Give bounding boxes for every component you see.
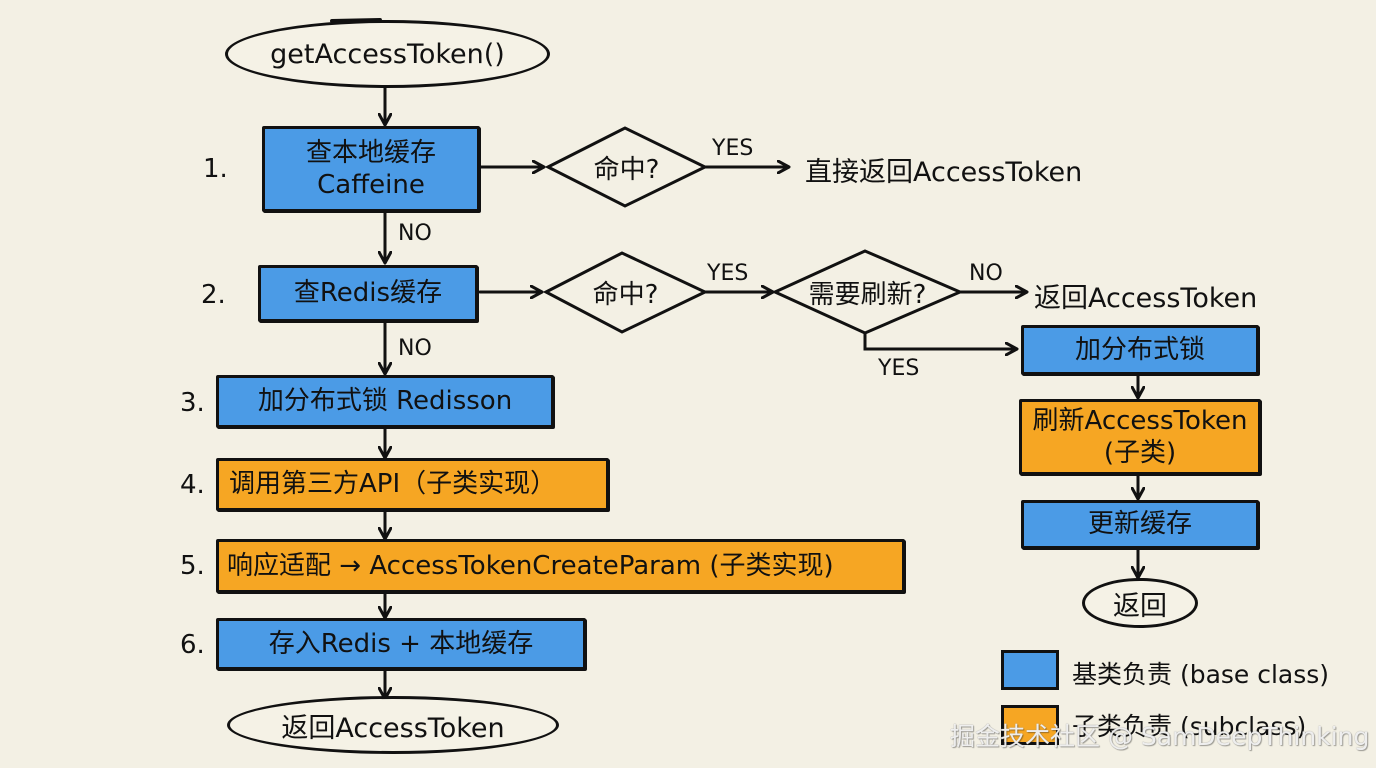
edge-label-no-3: NO xyxy=(969,261,1003,286)
step-3-distributed-lock: 加分布式锁 Redisson xyxy=(216,375,554,428)
step-2-redis-cache: 查Redis缓存 xyxy=(258,265,478,322)
decision-refresh-label: 需要刷新? xyxy=(775,251,960,333)
step-1-local-cache: 查本地缓存 Caffeine xyxy=(262,126,480,212)
step-6-label: 存入Redis + 本地缓存 xyxy=(268,628,534,659)
decision-hit1-text: 命中? xyxy=(593,154,660,185)
step-number-3: 3. xyxy=(180,388,205,418)
legend-swatch-base xyxy=(1001,650,1059,690)
output-return-token: 返回AccessToken xyxy=(1034,283,1258,314)
refresh-token-line2: (子类) xyxy=(1103,438,1177,468)
step-number-2: 2. xyxy=(201,280,226,310)
step-number-5: 5. xyxy=(180,551,205,581)
refresh-lock-label: 加分布式锁 xyxy=(1074,334,1205,365)
decision-hit1-diamond xyxy=(544,126,709,208)
refresh-branch-return-terminal: 返回 xyxy=(1082,578,1198,628)
step-6-store-cache: 存入Redis + 本地缓存 xyxy=(216,618,586,670)
refresh-token-line1: 刷新AccessToken xyxy=(1032,405,1248,436)
refresh-branch-refresh-token: 刷新AccessToken (子类) xyxy=(1019,399,1261,475)
arrow-refresh-yes xyxy=(863,331,1016,349)
legend-label-sub: 子类负责 (subclass) xyxy=(1072,712,1307,741)
legend-swatch-sub xyxy=(1001,705,1059,745)
step-5-label: 响应适配 → AccessTokenCreateParam (子类实现) xyxy=(227,550,834,581)
decision-hit2-label: 命中? xyxy=(546,253,705,332)
start-terminal: getAccessToken() xyxy=(225,20,550,88)
decision-hit1-label: 命中? xyxy=(548,128,705,206)
step-4-label: 调用第三方API（子类实现） xyxy=(229,469,557,500)
step-5-response-adapter: 响应适配 → AccessTokenCreateParam (子类实现) xyxy=(216,539,905,593)
edge-label-yes-2: YES xyxy=(707,261,749,286)
step-4-call-third-party-api: 调用第三方API（子类实现） xyxy=(216,458,609,511)
edge-label-yes-1: YES xyxy=(712,136,754,161)
refresh-branch-lock: 加分布式锁 xyxy=(1021,325,1259,375)
step-2-label: 查Redis缓存 xyxy=(293,278,443,309)
watermark: 掘金技术社区 @ SamDeepThinking xyxy=(950,722,1370,751)
step-3-label: 加分布式锁 Redisson xyxy=(257,386,513,417)
edge-label-no-2: NO xyxy=(398,336,432,361)
update-cache-label: 更新缓存 xyxy=(1087,509,1192,540)
edge-label-no-1: NO xyxy=(398,221,432,246)
step-1-line2: Caffeine xyxy=(317,170,425,200)
decision-hit2-text: 命中? xyxy=(592,280,659,310)
step-number-1: 1. xyxy=(203,154,228,184)
output-direct-return: 直接返回AccessToken xyxy=(805,157,1083,188)
end-terminal: 返回AccessToken xyxy=(227,696,559,754)
step-1-line1: 查本地缓存 xyxy=(305,137,436,168)
refresh-return-label: 返回 xyxy=(1113,590,1167,622)
refresh-branch-update-cache: 更新缓存 xyxy=(1021,500,1259,549)
end-label: 返回AccessToken xyxy=(281,712,505,744)
edge-label-yes-3: YES xyxy=(878,356,920,381)
start-label: getAccessToken() xyxy=(270,38,505,70)
step-number-6: 6. xyxy=(180,630,205,660)
decision-refresh-text: 需要刷新? xyxy=(808,279,927,310)
step-number-4: 4. xyxy=(180,470,205,500)
legend-label-base: 基类负责 (base class) xyxy=(1072,660,1330,689)
